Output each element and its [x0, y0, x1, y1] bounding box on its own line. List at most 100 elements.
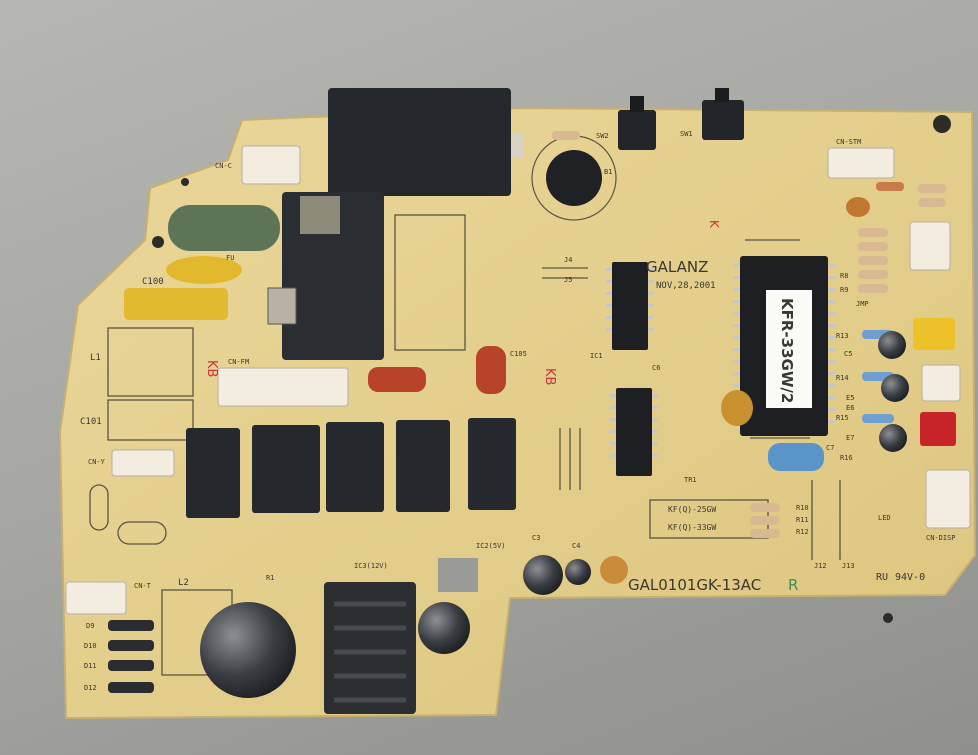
part-suffix-label: R — [788, 576, 798, 594]
label-r13: R13 — [836, 332, 849, 340]
relay-1 — [186, 428, 240, 518]
label-jmp: JMP — [856, 300, 869, 308]
label-j5: J5 — [564, 276, 572, 284]
connector-cn-y — [111, 449, 175, 477]
label-ic1: IC1 — [590, 352, 603, 360]
mounting-hole — [181, 178, 189, 186]
label-r16: R16 — [840, 454, 853, 462]
capacitor-e7 — [879, 424, 907, 452]
connector-right-3 — [921, 364, 961, 402]
buzzer — [546, 150, 602, 206]
label-cn-y: CN-Y — [88, 458, 106, 466]
label-c7: C7 — [826, 444, 834, 452]
label-c105: C105 — [510, 350, 527, 358]
label-r8: R8 — [840, 272, 848, 280]
model-label: KFR-33GW/2 — [778, 298, 796, 403]
k-mark: K — [707, 220, 721, 229]
blue-capacitor — [768, 443, 824, 471]
label-r15: R15 — [836, 414, 849, 422]
label-tr1: TR1 — [684, 476, 697, 484]
capacitor-c4 — [565, 559, 591, 585]
kb-mark-1: KB — [542, 368, 557, 385]
relay-3 — [326, 422, 384, 512]
label-j4: J4 — [564, 256, 572, 264]
label-ic5: IC2(5V) — [476, 542, 506, 550]
label-l2: L2 — [178, 578, 189, 588]
connector-cn-c — [241, 145, 301, 185]
connector-cn-fm — [217, 367, 349, 407]
pcb-board — [58, 106, 977, 720]
part-number-label: GAL0101GK-13AC — [628, 576, 761, 594]
mounting-hole — [883, 613, 893, 623]
orange-capacitor — [721, 390, 753, 426]
relay-5 — [468, 418, 516, 510]
relay-2 — [252, 425, 320, 513]
connector-cn-t — [65, 581, 127, 615]
connector-red — [920, 412, 956, 446]
kb-mark-2: KB — [204, 360, 219, 377]
yellow-box-capacitor — [124, 288, 228, 320]
label-c101: C101 — [80, 417, 102, 427]
label-c3: C3 — [532, 534, 540, 542]
label-ic3: IC3(12V) — [354, 562, 388, 570]
green-capacitor — [168, 205, 280, 251]
capacitor-e6 — [881, 374, 909, 402]
label-r9: R9 — [840, 286, 848, 294]
ic-upper — [612, 262, 648, 350]
label-j12: J12 — [814, 562, 827, 570]
label-d10: D10 — [84, 642, 97, 650]
label-r10: R10 — [796, 504, 809, 512]
date-label: NOV,28,2001 — [656, 281, 716, 291]
connector-cn-stm — [827, 147, 895, 179]
label-sw2: SW2 — [596, 132, 609, 140]
label-c6: C6 — [652, 364, 660, 372]
ul-mark: RU — [876, 572, 888, 583]
label-c4: C4 — [572, 542, 580, 550]
label-r14: R14 — [836, 374, 849, 382]
connector-cn-disp — [925, 469, 971, 529]
label-r11: R11 — [796, 516, 809, 524]
label-d9: D9 — [86, 622, 94, 630]
kf-label-2: KF(Q)-33GW — [668, 523, 716, 532]
capacitor-large — [200, 602, 296, 698]
label-r1: R1 — [266, 574, 274, 582]
ic-lower — [616, 388, 652, 476]
label-e6: E6 — [846, 404, 854, 412]
red-capacitor-c105 — [476, 346, 506, 394]
label-r12: R12 — [796, 528, 809, 536]
label-c5: C5 — [844, 350, 852, 358]
rating-label: 94V-0 — [895, 572, 925, 583]
label-j13: J13 — [842, 562, 855, 570]
label-l1: L1 — [90, 353, 101, 363]
label-cn-t: CN-T — [134, 582, 152, 590]
main-relay — [328, 88, 511, 196]
label-b1: B1 — [604, 168, 612, 176]
label-cn-stm: CN-STM — [836, 138, 861, 146]
label-cn-fm: CN-FM — [228, 358, 249, 366]
label-cn-c: CN-C — [215, 162, 232, 170]
switch-sw1 — [702, 100, 744, 140]
capacitor-c3 — [523, 555, 563, 595]
capacitor-e5 — [878, 331, 906, 359]
connector-right-1 — [909, 221, 951, 271]
yellow-disc-capacitor — [166, 256, 242, 284]
switch-sw2 — [618, 110, 656, 150]
red-capacitor-c — [368, 367, 426, 392]
regulator-ic5 — [438, 558, 478, 592]
model-sticker — [766, 290, 812, 408]
label-cn-disp: CN-DISP — [926, 534, 956, 542]
label-sw1: SW1 — [680, 130, 693, 138]
label-c100: C100 — [142, 277, 164, 287]
label-d12: D12 — [84, 684, 97, 692]
mounting-hole — [933, 115, 951, 133]
label-fu: FU — [226, 254, 234, 262]
label-d11: D11 — [84, 662, 97, 670]
diodes — [108, 620, 154, 693]
silkscreen-labels: SW2 SW1 CN-STM CN-C CN-FM CN-Y CN-T CN-D… — [80, 130, 956, 692]
mounting-hole — [152, 236, 164, 248]
capacitor-e1 — [418, 602, 470, 654]
heatsink — [324, 582, 416, 714]
relay-4 — [396, 420, 450, 512]
